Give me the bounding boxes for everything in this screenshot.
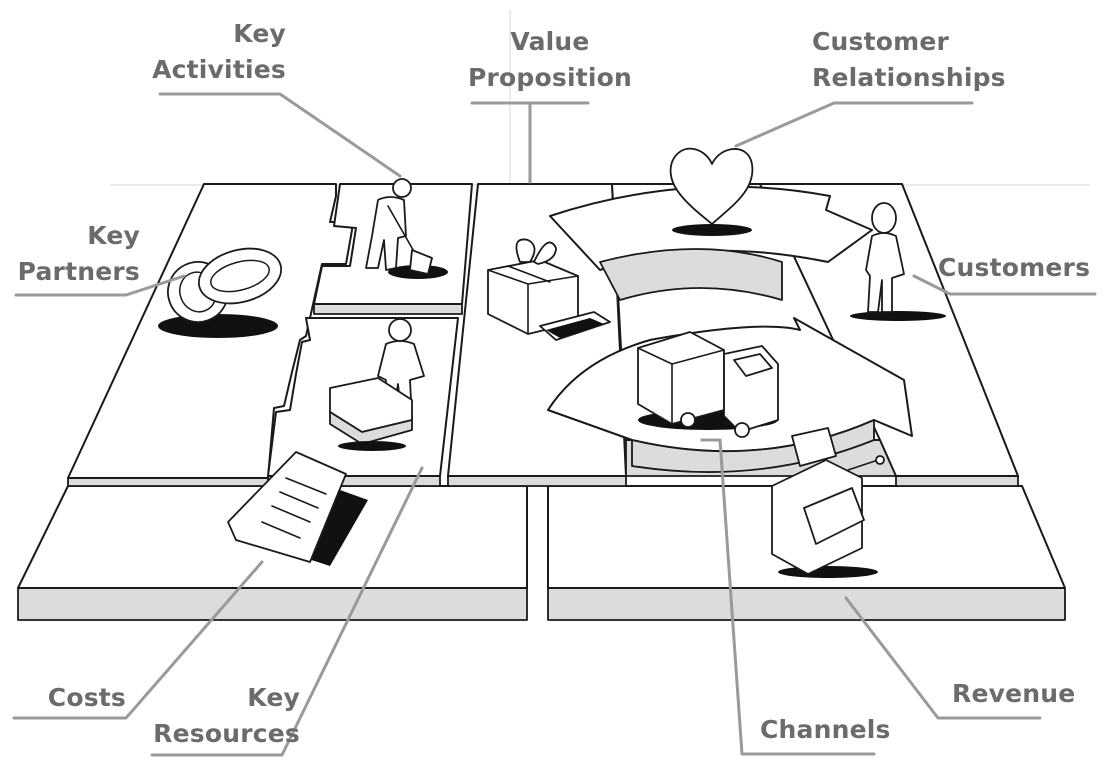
leader-costs — [12, 560, 264, 720]
label-line: Key — [233, 19, 286, 48]
label-line: Customers — [938, 253, 1091, 282]
label-line: Key — [87, 221, 140, 250]
label-line: Proposition — [467, 63, 633, 92]
leader-lines — [12, 92, 1097, 757]
standing-person-icon — [850, 202, 946, 321]
label-value-proposition: Value Proposition — [458, 24, 642, 96]
leader-channels — [700, 438, 744, 756]
leader-key-partners — [14, 274, 186, 297]
label-key-partners: Key Partners — [0, 218, 140, 290]
label-line: Activities — [152, 55, 286, 84]
label-line: Resources — [153, 719, 300, 748]
label-line: Partners — [17, 257, 140, 286]
leader-customers — [912, 274, 1097, 296]
label-line: Customer — [812, 27, 950, 56]
label-revenue: Revenue — [952, 676, 1102, 712]
person-digging-icon — [365, 178, 448, 279]
label-line: Channels — [760, 715, 891, 744]
gift-box-icon — [487, 238, 611, 341]
label-key-resources: Key Resources — [140, 680, 300, 752]
label-key-activities: Key Activities — [130, 16, 286, 88]
leader-key-activities — [158, 92, 402, 178]
invoice-paper-icon — [227, 451, 368, 566]
label-line: Revenue — [952, 679, 1076, 708]
delivery-truck-icon — [637, 331, 779, 438]
label-channels: Channels — [760, 712, 920, 748]
leader-customer-relationships — [734, 101, 974, 148]
heart-icon — [669, 147, 754, 236]
leader-key-resources — [150, 466, 424, 757]
label-line: Relationships — [812, 63, 1006, 92]
leader-revenue — [844, 596, 1042, 720]
cash-register-icon — [771, 427, 885, 578]
person-with-machine-icon — [329, 318, 425, 451]
label-customer-relationships: Customer Relationships — [812, 24, 1032, 96]
label-costs: Costs — [0, 680, 126, 716]
label-line: Costs — [47, 683, 126, 712]
label-customers: Customers — [938, 250, 1108, 286]
label-line: Key — [247, 683, 300, 712]
label-line: Value — [510, 27, 590, 56]
